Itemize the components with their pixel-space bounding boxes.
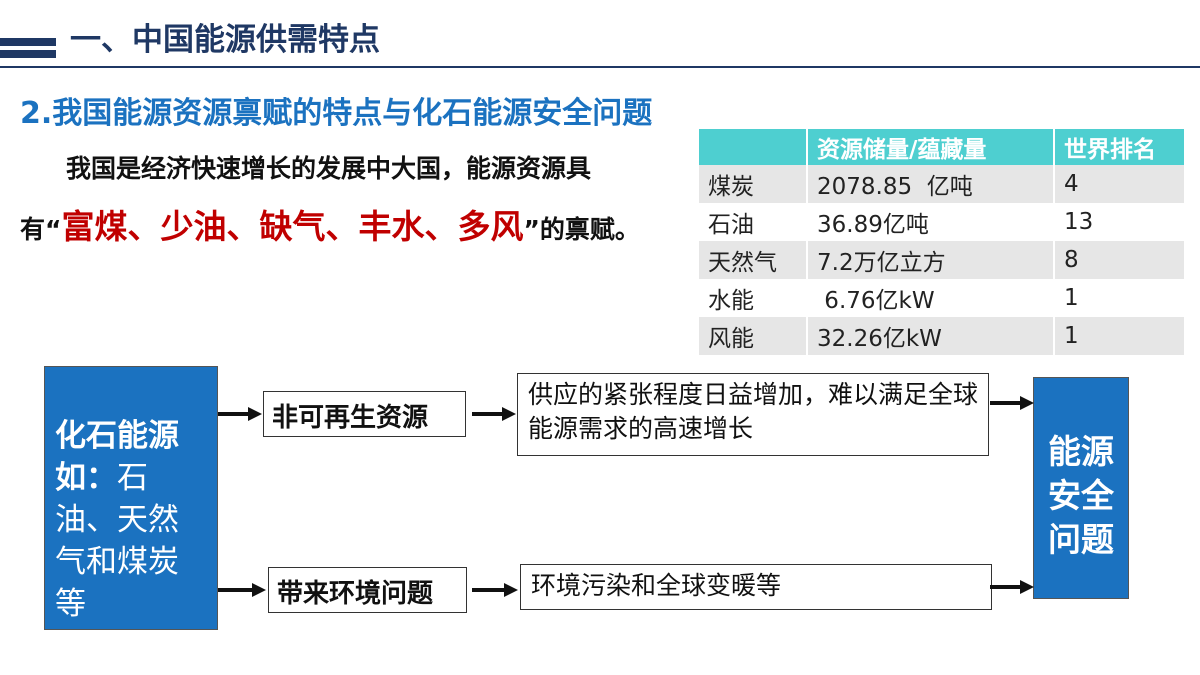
slide-subtitle: 2.我国能源资源禀赋的特点与化石能源安全问题 (20, 96, 653, 131)
resource-reserve: 2078.85 亿吨 (807, 165, 1055, 203)
resource-rank: 4 (1054, 165, 1186, 203)
header-decoration-bar (0, 38, 56, 46)
section-title: 一、中国能源供需特点 (70, 22, 380, 58)
highlight-text: 富煤、少油、缺气、丰水、多风 (61, 207, 524, 246)
resource-rank: 13 (1054, 203, 1186, 241)
env-problem-box: 带来环境问题 (268, 567, 467, 613)
security-label: 能源安全问题 (1048, 432, 1114, 559)
table-header-cell: 资源储量/蕴藏量 (807, 129, 1055, 165)
resource-table: 资源储量/蕴藏量 世界排名 煤炭 2078.85 亿吨 4 石油 36.89亿吨… (699, 129, 1186, 355)
resource-name: 煤炭 (699, 165, 808, 203)
energy-security-box: 能源安全问题 (1033, 377, 1129, 599)
fossil-examples: 石油、天然气和煤炭等 (55, 460, 179, 622)
table-header-cell: 世界排名 (1054, 129, 1186, 165)
supply-desc-box: 供应的紧张程度日益增加，难以满足全球能源需求的高速增长 (517, 373, 989, 456)
resource-rank: 1 (1054, 317, 1186, 355)
table-header-row: 资源储量/蕴藏量 世界排名 (699, 129, 1186, 165)
intro-paragraph: 我国是经济快速增长的发展中大国，能源资源具有“富煤、少油、缺气、丰水、多风”的禀… (20, 140, 660, 259)
header-decoration-bar (0, 50, 56, 58)
arrow-icon (990, 580, 1034, 594)
resource-name: 天然气 (699, 241, 808, 279)
fossil-energy-box: 化石能源 如：石油、天然气和煤炭等 (44, 366, 218, 630)
table-row: 天然气 7.2万亿立方 8 (699, 241, 1186, 279)
resource-name: 水能 (699, 279, 808, 317)
table-row: 石油 36.89亿吨 13 (699, 203, 1186, 241)
env-problem-label: 带来环境问题 (277, 579, 434, 609)
intro-text-end: ”的禀赋。 (523, 215, 640, 244)
table-header-cell (699, 129, 808, 165)
resource-rank: 8 (1054, 241, 1186, 279)
header-rule (0, 66, 1200, 68)
table-row: 煤炭 2078.85 亿吨 4 (699, 165, 1186, 203)
resource-reserve: 32.26亿kW (807, 317, 1055, 355)
fossil-prefix: 如： (55, 460, 117, 496)
supply-desc-text: 供应的紧张程度日益增加，难以满足全球能源需求的高速增长 (528, 380, 979, 443)
resource-name: 风能 (699, 317, 808, 355)
arrow-icon (218, 583, 266, 597)
env-desc-box: 环境污染和全球变暖等 (520, 564, 992, 610)
env-desc-text: 环境污染和全球变暖等 (531, 571, 782, 600)
table-row: 水能 6.76亿kW 1 (699, 279, 1186, 317)
resource-reserve: 6.76亿kW (807, 279, 1055, 317)
fossil-title: 化石能源 (55, 418, 179, 454)
nonrenewable-box: 非可再生资源 (263, 391, 466, 437)
arrow-icon (218, 407, 262, 421)
intro-text: 我国是经济快速增长的发展中大国，能源资源具有“ (20, 154, 592, 244)
nonrenewable-label: 非可再生资源 (272, 403, 429, 433)
resource-name: 石油 (699, 203, 808, 241)
resource-reserve: 7.2万亿立方 (807, 241, 1055, 279)
table-row: 风能 32.26亿kW 1 (699, 317, 1186, 355)
arrow-icon (472, 583, 518, 597)
resource-reserve: 36.89亿吨 (807, 203, 1055, 241)
arrow-icon (990, 396, 1034, 410)
arrow-icon (472, 407, 516, 421)
resource-rank: 1 (1054, 279, 1186, 317)
